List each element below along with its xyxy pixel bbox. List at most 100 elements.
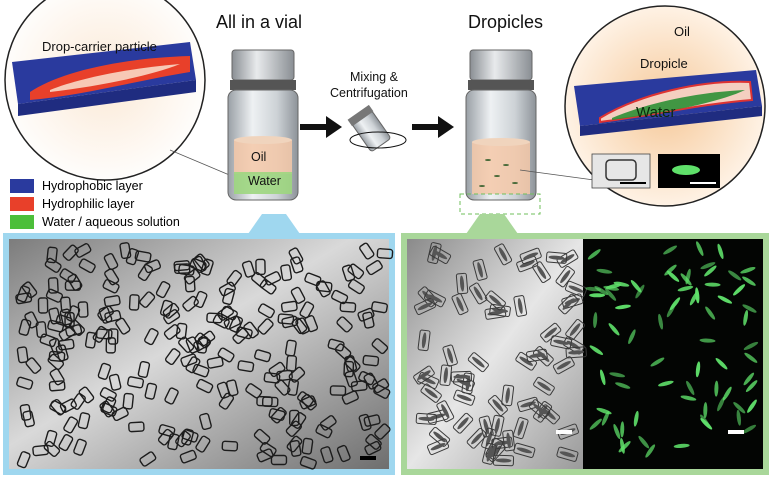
- particle: [200, 258, 214, 276]
- particle: [77, 301, 89, 318]
- particle: [343, 360, 355, 378]
- particle: [270, 406, 287, 424]
- particle: [358, 413, 372, 431]
- particle: [15, 292, 33, 305]
- dropicle: [519, 247, 542, 265]
- particle: [49, 368, 65, 386]
- legend-label: Water / aqueous solution: [42, 215, 180, 229]
- particle: [119, 242, 132, 260]
- fluorescent-droplet: [695, 361, 701, 378]
- fluorescent-droplet: [733, 402, 746, 414]
- dropicle: [417, 329, 431, 352]
- legend-item-hydrophilic: Hydrophilic layer: [10, 197, 134, 211]
- fluorescent-droplet: [615, 382, 631, 389]
- particle: [245, 383, 263, 399]
- dropicle: [424, 289, 446, 308]
- drop-carrier-inset: [4, 0, 206, 181]
- vial-right: [465, 49, 537, 201]
- particle: [155, 281, 171, 299]
- particle: [320, 446, 334, 464]
- legend-item-water: Water / aqueous solution: [10, 215, 180, 229]
- particle: [24, 311, 39, 329]
- fluorescent-droplet: [695, 287, 700, 304]
- particle: [127, 376, 145, 389]
- particle: [199, 412, 212, 431]
- process-arrow-2: [412, 116, 454, 138]
- particle: [178, 263, 195, 276]
- particle: [220, 305, 238, 321]
- particle: [122, 392, 134, 410]
- particle: [241, 260, 256, 278]
- fluorescent-droplet: [742, 276, 756, 286]
- dropicle: [552, 356, 575, 375]
- legend-swatch: [10, 215, 34, 229]
- particle: [95, 328, 113, 340]
- particle: [16, 376, 34, 390]
- dropicle: [484, 290, 506, 311]
- particle: [65, 305, 81, 323]
- particle: [104, 309, 122, 323]
- particle: [339, 301, 357, 313]
- particle: [229, 315, 244, 333]
- particle: [16, 346, 29, 364]
- particle: [319, 415, 337, 431]
- fluorescent-droplet: [715, 357, 728, 370]
- particle: [103, 295, 121, 308]
- particle: [59, 398, 77, 413]
- label-oil-vial: Oil: [251, 150, 267, 164]
- particle: [50, 398, 67, 416]
- fluorescent-droplet: [630, 279, 642, 293]
- particle: [336, 444, 351, 463]
- fluorescent-droplet: [747, 399, 757, 413]
- particle: [315, 423, 333, 439]
- dropicle: [490, 414, 505, 437]
- label-water-vial: Water: [248, 174, 281, 188]
- particle: [67, 273, 83, 291]
- particle: [371, 301, 388, 314]
- legend-label: Hydrophilic layer: [42, 197, 135, 211]
- particle: [301, 437, 314, 455]
- particle: [235, 326, 253, 340]
- particle: [362, 354, 380, 367]
- dropicle: [450, 370, 472, 383]
- particle: [63, 416, 79, 434]
- scale-bar-brightfield: [556, 430, 572, 434]
- dropicle: [442, 344, 458, 367]
- dropicle: [555, 265, 575, 288]
- particle: [347, 263, 365, 280]
- fluorescent-droplet: [620, 421, 625, 438]
- particle: [347, 278, 365, 295]
- particle: [48, 337, 63, 355]
- particle: [259, 279, 277, 295]
- particle: [102, 279, 120, 294]
- particle: [344, 356, 361, 373]
- particle: [371, 338, 389, 355]
- dropicle: [565, 319, 585, 341]
- fluorescent-droplet: [742, 424, 757, 434]
- dropicle-fluorescence-field: [585, 241, 759, 458]
- fluorescent-droplet: [705, 306, 716, 320]
- particle: [364, 440, 382, 456]
- fluorescent-droplet: [743, 372, 755, 386]
- dropicle: [466, 428, 488, 449]
- fluorescent-droplet: [589, 418, 602, 430]
- particle: [331, 289, 349, 305]
- fluorescent-droplet: [703, 402, 708, 419]
- particle: [226, 269, 243, 287]
- particle: [59, 268, 77, 284]
- particle: [182, 295, 199, 312]
- particle: [270, 454, 288, 466]
- particle: [137, 360, 151, 378]
- zoom-line: [519, 169, 595, 181]
- fluorescent-droplet: [599, 369, 606, 386]
- particle: [329, 385, 347, 396]
- tilted-vial: [347, 104, 391, 152]
- dropicle: [556, 249, 579, 268]
- fluorescent-droplet: [722, 386, 732, 401]
- dropicle: [545, 251, 568, 264]
- particle: [277, 313, 295, 325]
- fluorescent-droplet: [628, 329, 636, 345]
- particle: [46, 246, 58, 264]
- fluorescent-droplet: [650, 357, 665, 367]
- fluorescent-droplet: [717, 396, 725, 412]
